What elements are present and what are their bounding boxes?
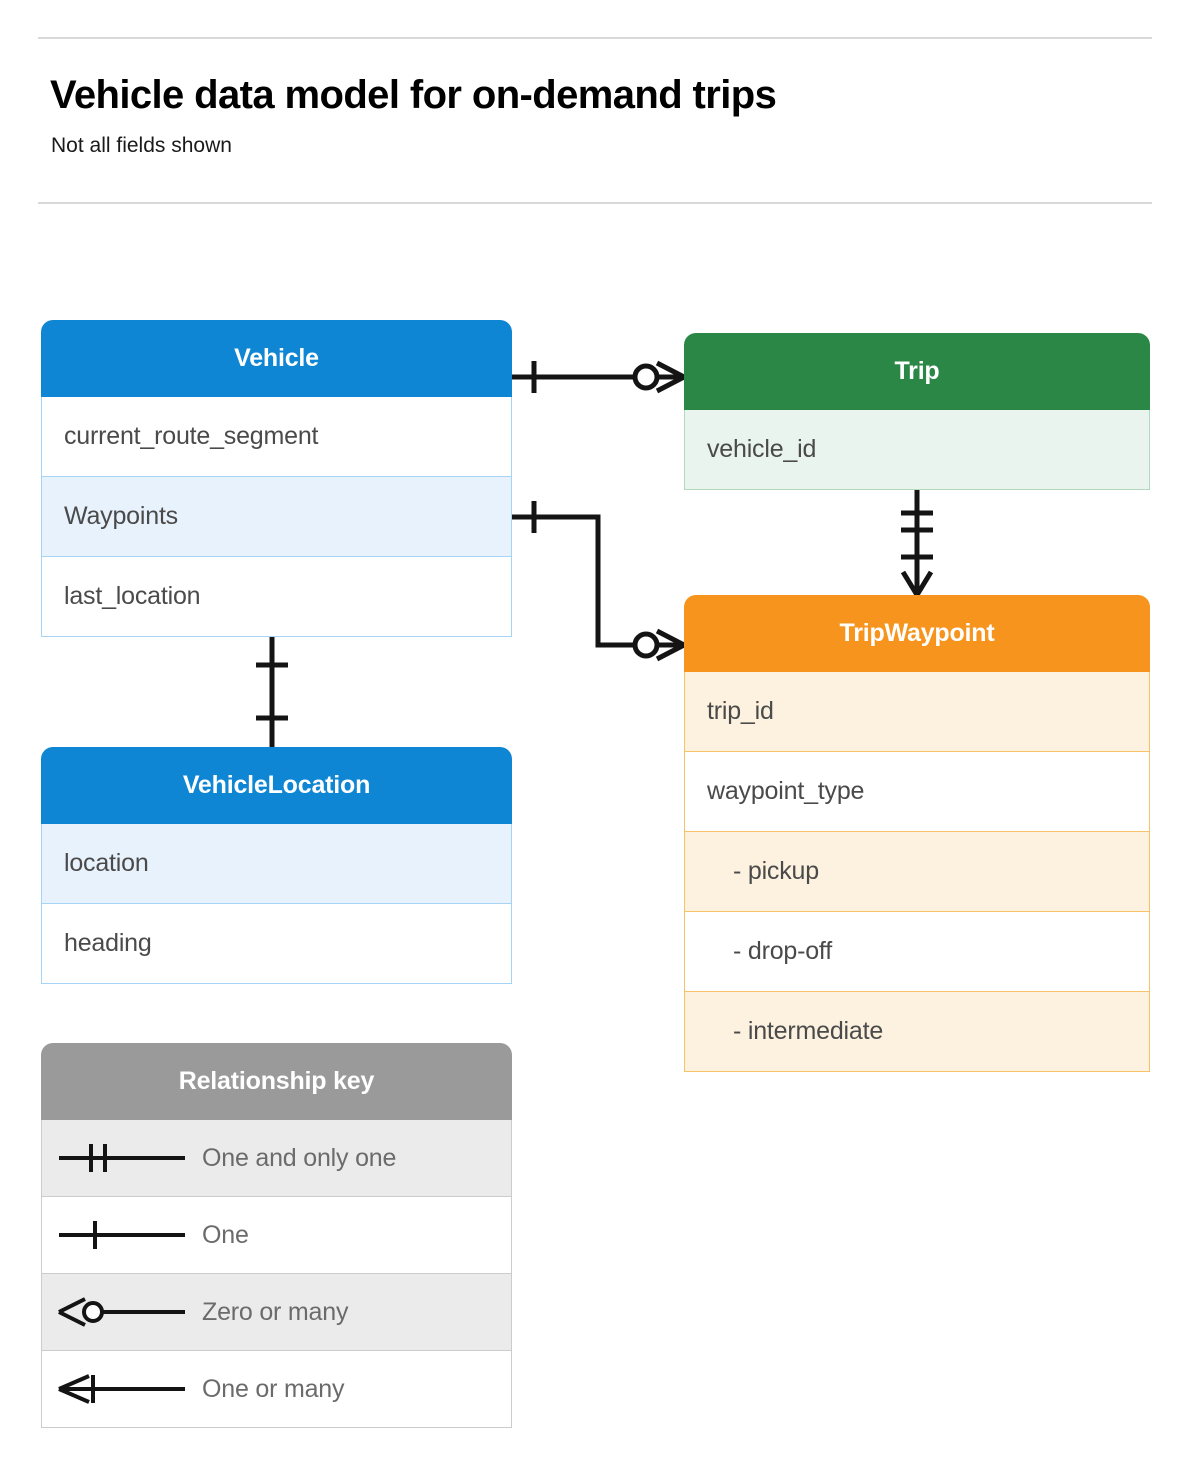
entity-vehiclelocation-field-heading: heading <box>41 904 512 984</box>
zero-or-many-icon <box>42 1292 202 1332</box>
entity-vehiclelocation-field-location: location <box>41 824 512 904</box>
entity-tripwaypoint-title: TripWaypoint <box>684 595 1150 672</box>
entity-tripwaypoint-value-intermediate: - intermediate <box>684 992 1150 1072</box>
connector-vehicle-trip <box>512 360 686 394</box>
entity-tripwaypoint-field-trip-id: trip_id <box>684 672 1150 752</box>
entity-trip-field-vehicle-id: vehicle_id <box>684 410 1150 490</box>
connector-waypoints-tripwaypoint <box>512 501 686 662</box>
entity-vehicle-field-waypoints: Waypoints <box>41 477 512 557</box>
legend-item-one-or-many: One or many <box>41 1351 512 1428</box>
page-title: Vehicle data model for on-demand trips <box>50 73 777 117</box>
entity-vehiclelocation[interactable]: VehicleLocation location heading <box>41 747 512 984</box>
entity-trip-title: Trip <box>684 333 1150 410</box>
divider-bottom <box>38 202 1152 204</box>
one-or-many-icon <box>42 1369 202 1409</box>
connector-trip-tripwaypoint <box>900 490 934 597</box>
legend-item-label: Zero or many <box>202 1297 349 1326</box>
page-subtitle: Not all fields shown <box>51 134 232 157</box>
divider-top <box>38 37 1152 39</box>
entity-vehicle-field-current-route-segment: current_route_segment <box>41 397 512 477</box>
entity-tripwaypoint-value-pickup: - pickup <box>684 832 1150 912</box>
relationship-key-legend: Relationship key One and only one One <box>41 1043 512 1428</box>
legend-item-one: One <box>41 1197 512 1274</box>
relationship-key-title: Relationship key <box>41 1043 512 1120</box>
legend-item-one-and-only-one: One and only one <box>41 1120 512 1197</box>
entity-vehicle-field-last-location: last_location <box>41 557 512 637</box>
entity-vehiclelocation-title: VehicleLocation <box>41 747 512 824</box>
entity-tripwaypoint-value-drop-off: - drop-off <box>684 912 1150 992</box>
legend-item-label: One and only one <box>202 1143 397 1172</box>
one-and-only-one-icon <box>42 1138 202 1178</box>
entity-tripwaypoint[interactable]: TripWaypoint trip_id waypoint_type - pic… <box>684 595 1150 1072</box>
legend-item-zero-or-many: Zero or many <box>41 1274 512 1351</box>
entity-vehicle-title: Vehicle <box>41 320 512 397</box>
connector-vehicle-vehiclelocation <box>256 637 288 747</box>
entity-trip[interactable]: Trip vehicle_id <box>684 333 1150 490</box>
entity-vehicle[interactable]: Vehicle current_route_segment Waypoints … <box>41 320 512 637</box>
entity-tripwaypoint-field-waypoint-type: waypoint_type <box>684 752 1150 832</box>
one-icon <box>42 1215 202 1255</box>
legend-item-label: One or many <box>202 1374 345 1403</box>
legend-item-label: One <box>202 1220 249 1249</box>
